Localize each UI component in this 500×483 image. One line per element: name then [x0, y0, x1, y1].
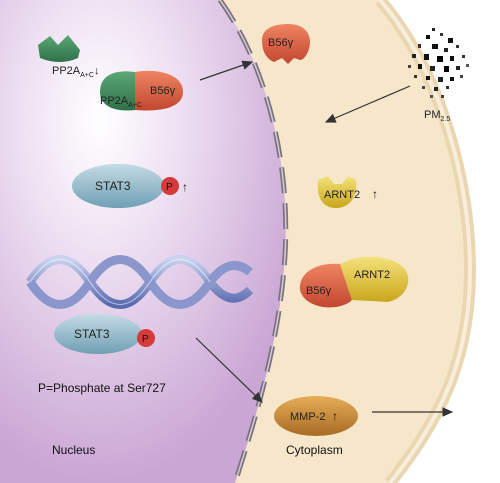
arrow-pm25-entry	[324, 85, 411, 123]
dna-helix	[26, 255, 254, 309]
cytoplasm-label: Cytoplasm	[286, 443, 343, 457]
arnt2-single-label: ARNT2	[324, 189, 360, 201]
arnt2-single: ARNT2 ↑	[317, 176, 378, 208]
pp2a-single: PP2AA+C↓	[38, 35, 99, 79]
pp2a-b56-complex: B56γ PP2AA+C	[100, 70, 183, 111]
arrow-b56-export	[199, 60, 254, 81]
stat3-top-label: STAT3	[95, 179, 131, 193]
pp2a-complex-label: PP2AA+C	[100, 95, 142, 109]
stat3-phospho-top: STAT3 P ↑	[72, 164, 188, 208]
nucleus-label: Nucleus	[52, 443, 95, 457]
pp2a-single-label: PP2AA+C↓	[52, 65, 99, 79]
b56-arnt2-arnt2-label: ARNT2	[354, 269, 390, 281]
phosphate-bottom-label: P	[142, 334, 149, 345]
mmp2-label: MMP-2	[290, 411, 325, 423]
b56-arnt2-complex: B56γ ARNT2	[299, 256, 409, 308]
arnt2-single-arrow: ↑	[372, 187, 378, 201]
mmp2-arrow: ↑	[332, 409, 338, 423]
b56-arnt2-b56-label: B56γ	[306, 285, 332, 297]
nucleus-region	[0, 0, 286, 483]
stat3-top-arrow: ↑	[182, 180, 188, 194]
pm25-label: PM2.5	[424, 109, 450, 123]
phosphate-note: P=Phosphate at Ser727	[38, 381, 166, 395]
b56-cyto: B56γ	[262, 24, 310, 64]
mmp2: MMP-2 ↑	[274, 396, 358, 436]
pm25-particles	[408, 28, 469, 98]
stat3-bottom-label: STAT3	[74, 327, 110, 341]
b56-complex-label: B56γ	[150, 85, 176, 97]
stat3-phospho-bottom: STAT3 P	[54, 314, 155, 354]
arrow-stat3-to-mmp2	[195, 337, 263, 403]
b56-cyto-label: B56γ	[268, 37, 294, 49]
phosphate-top-label: P	[166, 182, 173, 193]
